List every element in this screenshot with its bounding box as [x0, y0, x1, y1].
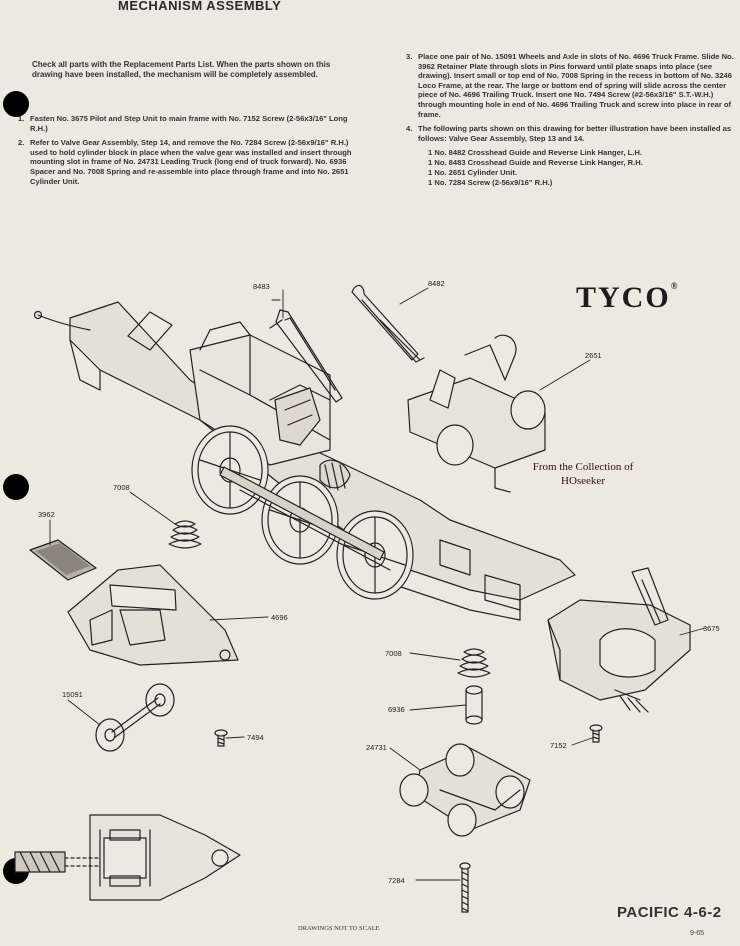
steps-right-column: 3. Place one pair of No. 15091 Wheels an…: [406, 52, 736, 188]
label-3962: 3962: [38, 510, 55, 519]
part-7284-screw: [459, 862, 471, 913]
brand-name: TYCO: [576, 281, 671, 314]
trailing-truck-inset: [14, 814, 241, 901]
tyco-logo: TYCO®: [576, 281, 679, 315]
part-15091-wheels-axle: [95, 683, 175, 752]
part-7008-spring: [168, 520, 202, 549]
driver-wheel-2: [261, 475, 339, 565]
binder-hole: [3, 474, 29, 500]
step-text: The following parts shown on this drawin…: [418, 124, 732, 143]
list-item: 1 No. 8482 Crosshead Guide and Reverse L…: [428, 148, 642, 158]
side-rod: [219, 466, 391, 571]
part-3962-retainer-plate: [29, 539, 97, 581]
part-24731-leading-truck: [399, 743, 531, 837]
list-item: 1 No. 7284 Screw (2-56x9/16" R.H.): [428, 178, 553, 188]
step-2: 2. Refer to Valve Gear Assembly, Step 14…: [18, 138, 358, 186]
label-8483: 8483: [253, 282, 270, 291]
part-7152-screw: [589, 724, 603, 743]
wire-terminal: [33, 310, 43, 320]
crosshead-assembly: [274, 387, 321, 446]
label-7284: 7284: [388, 876, 405, 885]
collection-owner: HOseeker: [561, 475, 605, 487]
date-code: 9-65: [690, 930, 705, 937]
label-7008: 7008: [113, 483, 130, 492]
step-1: 1. Fasten No. 3675 Pilot and Step Unit t…: [18, 114, 358, 133]
registered-mark: ®: [670, 281, 680, 291]
part-2651-cylinder-unit: [407, 334, 546, 493]
leader-lines: [49, 287, 706, 881]
collection-watermark: From the Collection of HOseeker: [508, 460, 658, 488]
part-4696-trailing-truck: [67, 564, 239, 666]
label-3675: 3675: [703, 624, 720, 633]
label-7494: 7494: [247, 733, 264, 742]
intro-text: Check all parts with the Replacement Par…: [32, 60, 331, 79]
step-number: 2.: [18, 138, 25, 148]
label-8482: 8482: [428, 279, 445, 288]
step-text: Refer to Valve Gear Assembly, Step 14, a…: [30, 138, 352, 186]
wire-lead: [37, 314, 91, 331]
step-number: 4.: [406, 124, 413, 134]
step-number: 1.: [18, 114, 25, 123]
scale-note: DRAWINGS NOT TO SCALE: [298, 925, 380, 932]
model-name: PACIFIC 4-6-2: [617, 904, 722, 921]
step-4: 4. The following parts shown on this dra…: [406, 124, 736, 143]
part-6936-spacer: [465, 685, 483, 725]
list-item: 1 No. 2651 Cylinder Unit.: [428, 168, 518, 178]
step-text: Fasten No. 3675 Pilot and Step Unit to m…: [30, 114, 348, 133]
label-2651: 2651: [585, 351, 602, 360]
label-7008: 7008: [385, 649, 402, 658]
part-8482-crosshead-guide: [351, 284, 425, 363]
collection-line: From the Collection of: [532, 461, 634, 473]
step-number: 3.: [406, 52, 413, 61]
label-15091: 15091: [62, 690, 83, 699]
list-item: 1 No. 8483 Crosshead Guide and Reverse L…: [428, 158, 643, 168]
part-7008-spring: [457, 648, 491, 678]
installed-parts-list: 1 No. 8482 Crosshead Guide and Reverse L…: [428, 148, 736, 188]
label-7152: 7152: [550, 741, 567, 750]
part-3675-pilot-step-unit: [547, 567, 691, 713]
page-title: MECHANISM ASSEMBLY: [118, 0, 282, 13]
part-8483-crosshead-guide: [269, 309, 343, 403]
step-3: 3. Place one pair of No. 15091 Wheels an…: [406, 52, 736, 119]
binder-hole: [3, 91, 29, 117]
label-4696: 4696: [271, 613, 288, 622]
label-24731: 24731: [366, 743, 387, 752]
step-text: Place one pair of No. 15091 Wheels and A…: [418, 52, 734, 119]
part-7494-screw: [214, 729, 228, 747]
steps-left-column: 1. Fasten No. 3675 Pilot and Step Unit t…: [18, 114, 358, 191]
label-6936: 6936: [388, 705, 405, 714]
worm-gear: [319, 459, 351, 491]
